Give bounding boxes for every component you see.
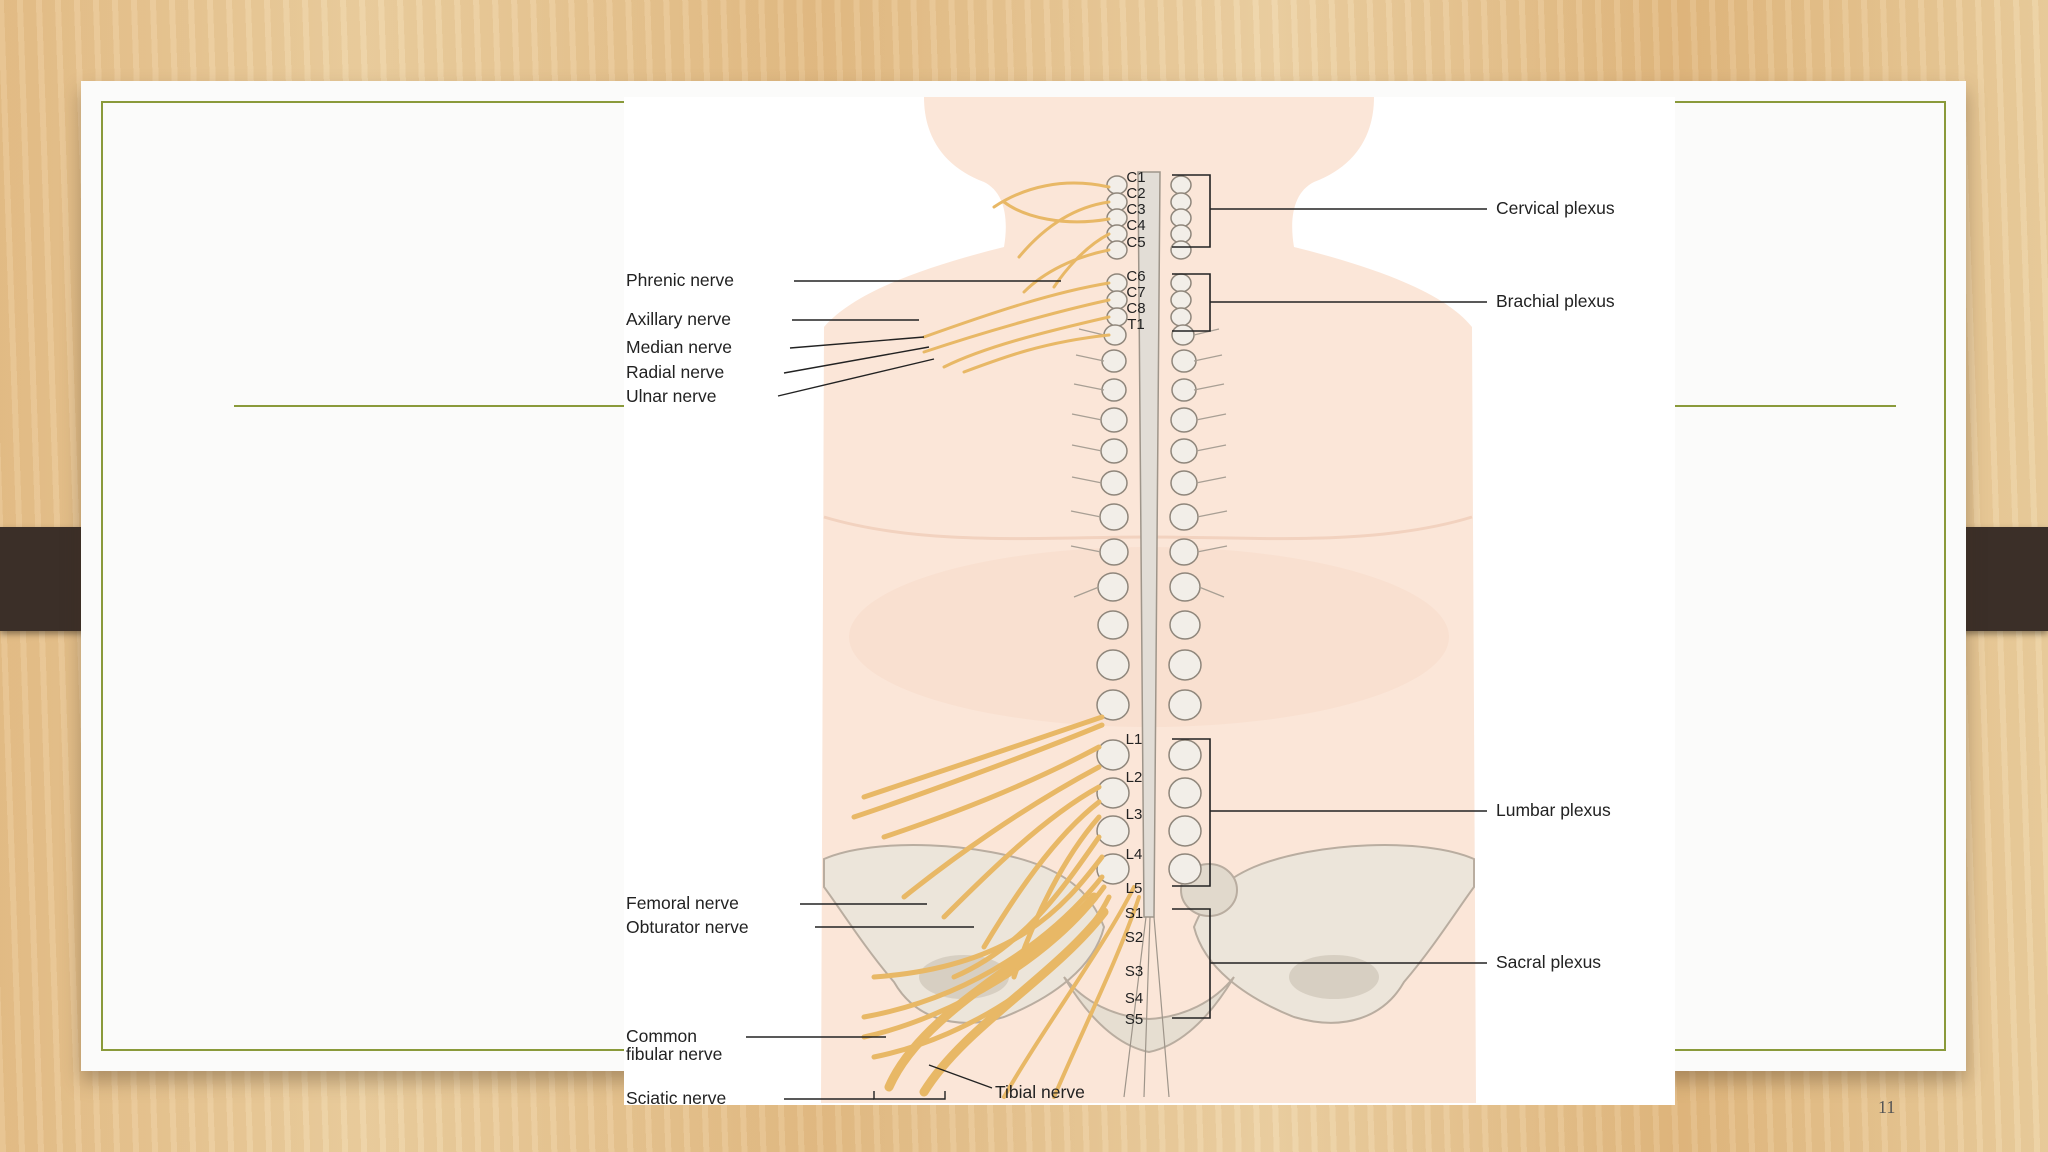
segment-label-c5: C5 [1126,234,1145,251]
title-rule-right [1675,405,1896,407]
segment-label-s4: S4 [1125,990,1143,1007]
peripheral-nerves [851,181,1141,1099]
segment-label-l5: L5 [1126,880,1143,897]
label-common-fibular-line2: fibular nerve [626,1044,722,1064]
label-femoral-nerve: Femoral nerve [626,893,739,913]
segment-label-s3: S3 [1125,963,1143,980]
slide: C1 C2 C3 C4 C5 C6 C7 C8 T1 L1 L2 L3 L4 L… [81,81,1966,1117]
label-sciatic-nerve: Sciatic nerve [626,1088,726,1105]
segment-label-c8: C8 [1126,300,1145,317]
segment-label-c6: C6 [1126,268,1145,285]
label-obturator-nerve: Obturator nerve [626,917,749,937]
title-rule-left [234,405,624,407]
nerve-labels-left: Phrenic nerve Axillary nerve Median nerv… [626,270,1085,1105]
segment-label-l4: L4 [1126,846,1143,863]
segment-label-l1: L1 [1126,731,1143,748]
segment-labels: C1 C2 C3 C4 C5 C6 C7 C8 T1 L1 L2 L3 L4 L… [1125,169,1146,1028]
label-cervical-plexus: Cervical plexus [1496,198,1615,218]
segment-label-s2: S2 [1125,929,1143,946]
segment-label-c1: C1 [1126,169,1145,186]
segment-label-t1: T1 [1127,316,1145,333]
segment-label-s1: S1 [1125,905,1143,922]
label-phrenic-nerve: Phrenic nerve [626,270,734,290]
plexus-labels-right: Cervical plexus Brachial plexus Lumbar p… [1496,198,1615,972]
spinal-column [1070,171,1228,1098]
segment-label-c3: C3 [1126,201,1145,218]
label-brachial-plexus: Brachial plexus [1496,291,1615,311]
segment-label-l2: L2 [1126,769,1143,786]
label-radial-nerve: Radial nerve [626,362,724,382]
segment-label-c2: C2 [1126,185,1145,202]
segment-label-s5: S5 [1125,1011,1143,1028]
diagram-svg: C1 C2 C3 C4 C5 C6 C7 C8 T1 L1 L2 L3 L4 L… [626,97,1615,1105]
segment-label-l3: L3 [1126,806,1143,823]
page-number: 11 [1878,1097,1896,1117]
nervous-system-diagram: C1 C2 C3 C4 C5 C6 C7 C8 T1 L1 L2 L3 L4 L… [624,97,1675,1105]
label-median-nerve: Median nerve [626,337,732,357]
segment-label-c4: C4 [1126,217,1145,234]
label-tibial-nerve: Tibial nerve [995,1082,1085,1102]
label-axillary-nerve: Axillary nerve [626,309,731,329]
leader-lines [746,208,1487,1100]
segment-label-c7: C7 [1126,284,1145,301]
label-common-fibular-line1: Common [626,1026,697,1046]
label-lumbar-plexus: Lumbar plexus [1496,800,1611,820]
label-sacral-plexus: Sacral plexus [1496,952,1601,972]
label-ulnar-nerve: Ulnar nerve [626,386,716,406]
